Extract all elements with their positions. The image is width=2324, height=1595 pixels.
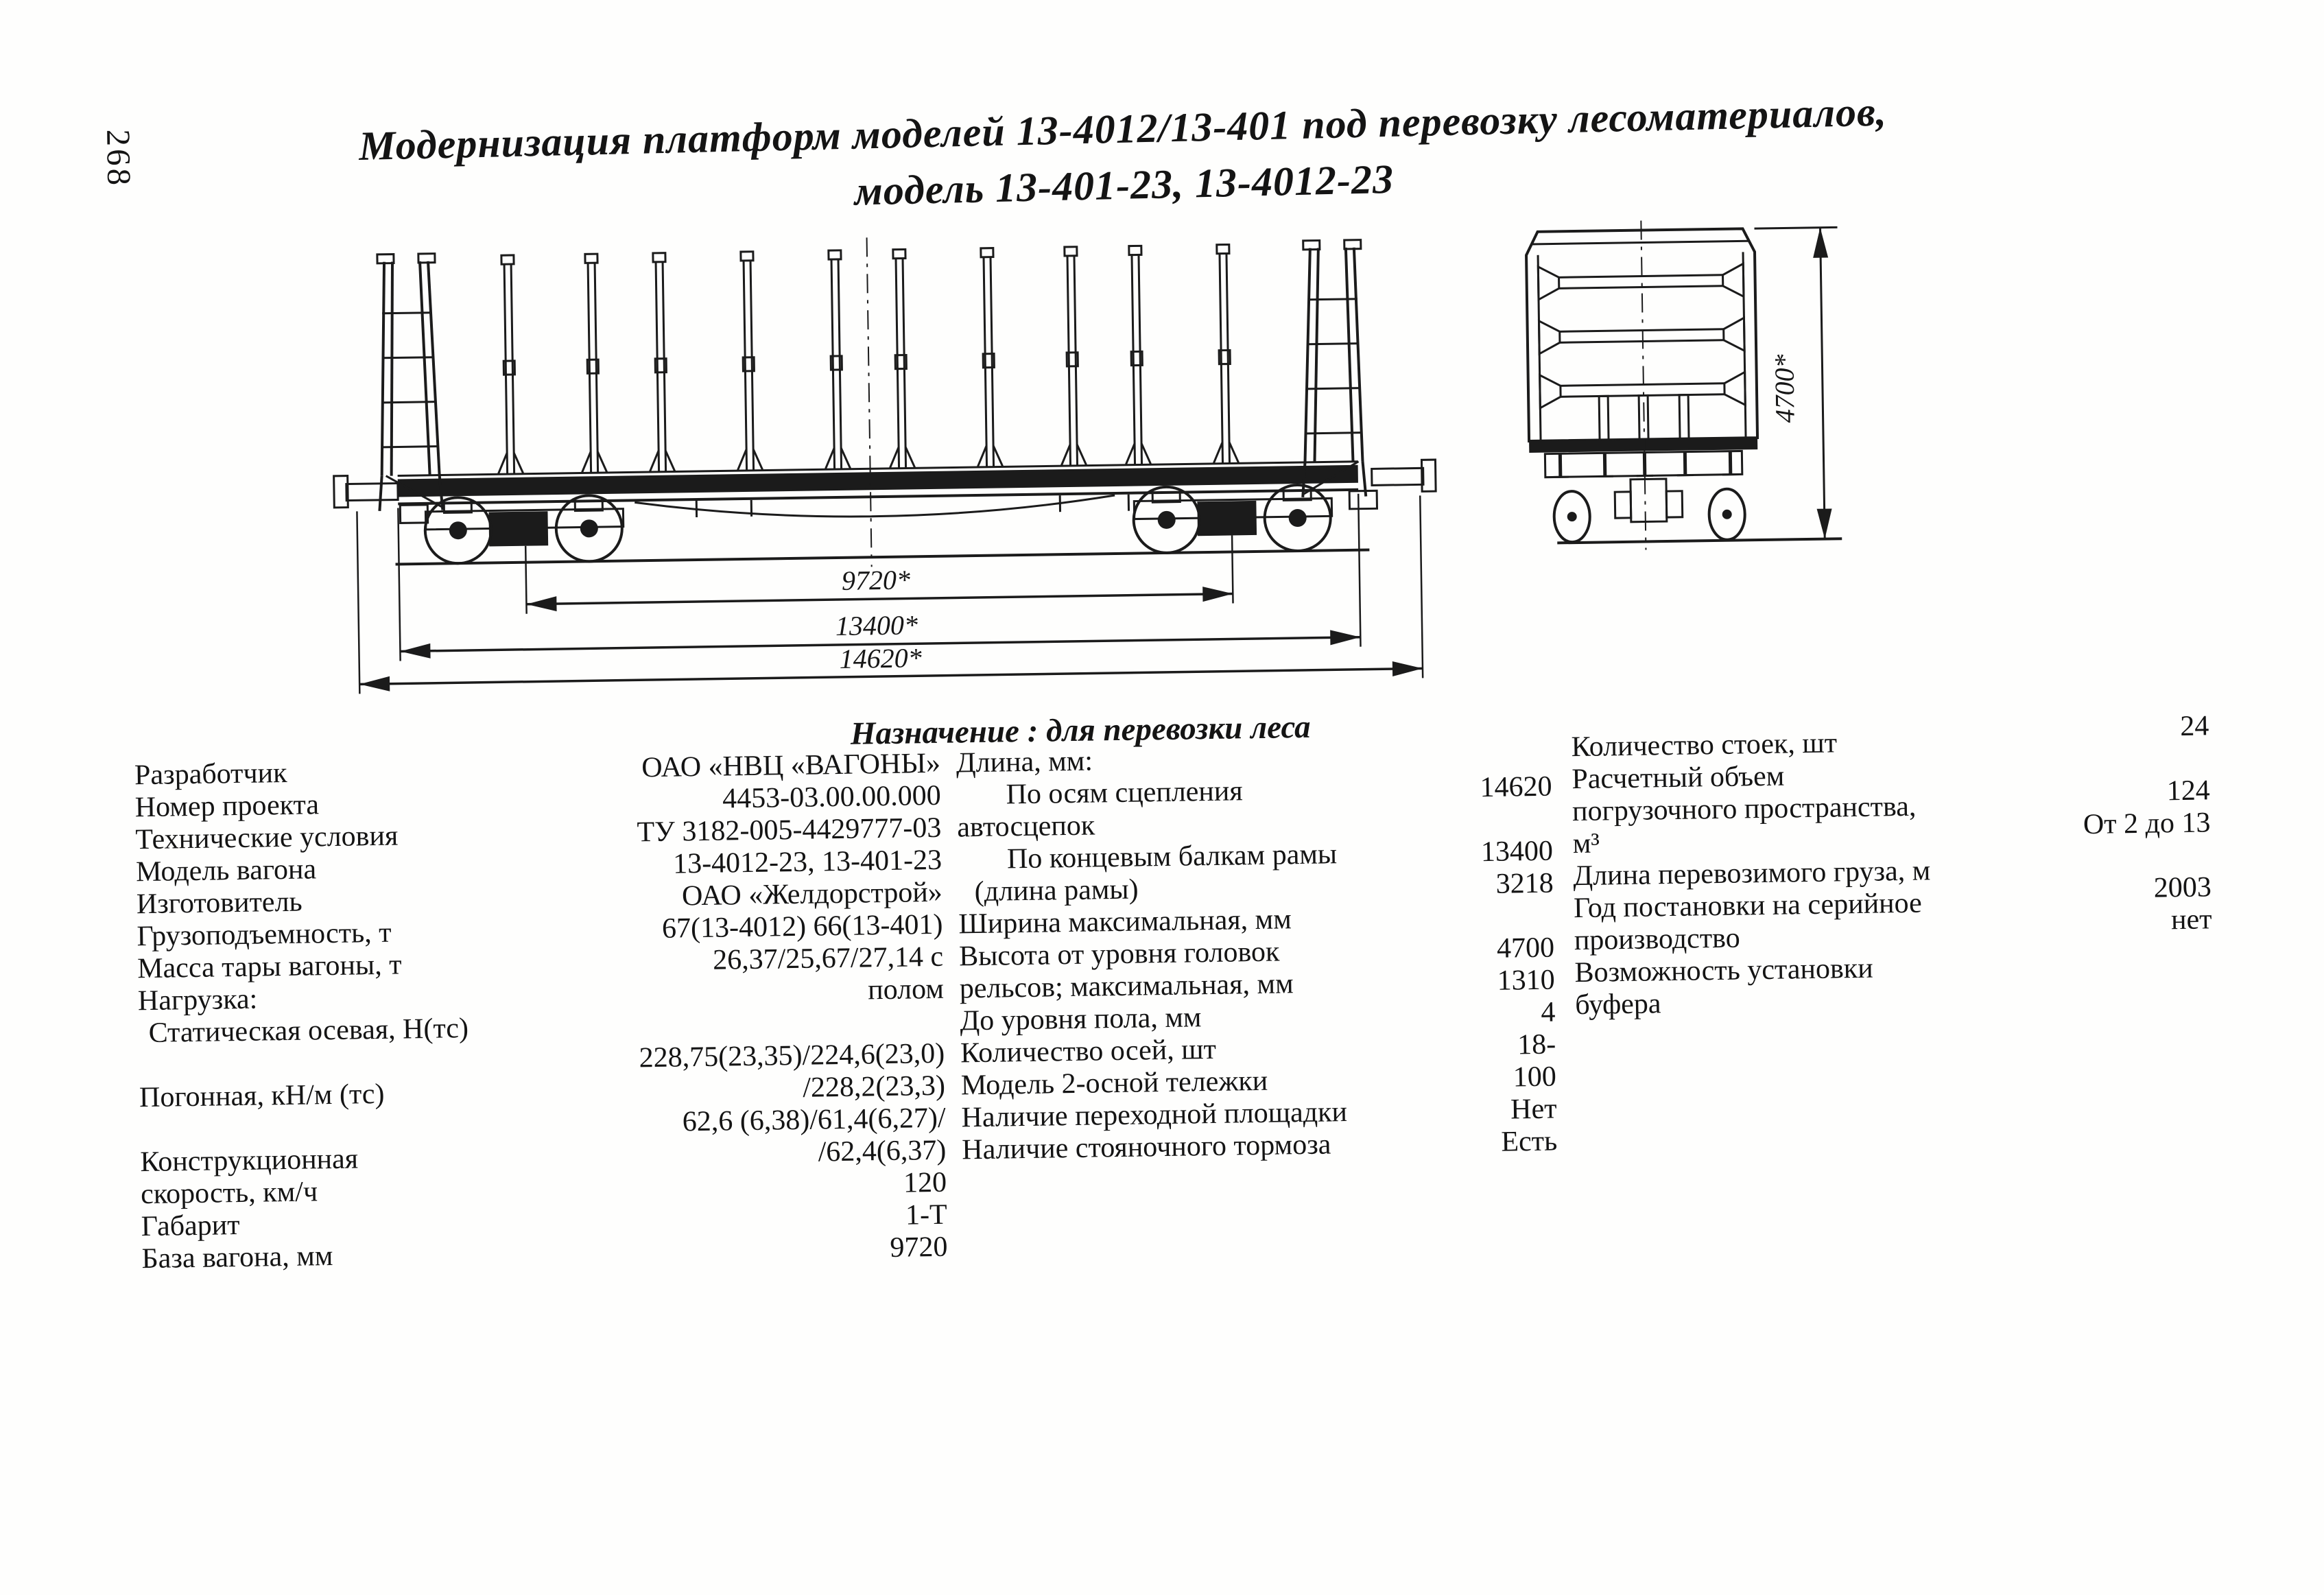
bogie-left <box>423 494 625 565</box>
stake <box>1060 246 1087 466</box>
end-ladder-left <box>376 252 444 512</box>
dim-label-coupler-length: 14620* <box>839 642 922 674</box>
spec-value: Есть <box>1501 1125 1558 1158</box>
end-bogie <box>1552 477 1746 544</box>
spec-label: Расчетный объем <box>1572 760 1785 796</box>
spec-value: 4700 <box>1496 932 1555 965</box>
centerline <box>866 237 873 567</box>
spec-label: Наличие переходной площадки <box>961 1096 1348 1134</box>
rail-line <box>395 548 1370 566</box>
spec-label: Номер проекта <box>134 789 320 824</box>
spec-label: скорость, км/ч <box>140 1176 318 1211</box>
spec-value: 13400 <box>1480 835 1554 869</box>
spec-label: Длина перевозимого груза, м <box>1573 855 1931 893</box>
spec-row: буфера <box>1575 980 2214 1021</box>
spec-value: Нет <box>1510 1093 1557 1126</box>
dim-label-height: 4700* <box>1768 354 1800 423</box>
stake <box>737 250 763 471</box>
spec-label: Конструкционная <box>140 1143 359 1179</box>
spec-label: База вагона, мм <box>141 1240 333 1275</box>
spec-label: Масса тары вагоны, т <box>137 949 402 985</box>
spec-label: производство <box>1574 922 1740 957</box>
spec-value: 2003 <box>2153 871 2212 904</box>
height-dimension: 4700* <box>1754 226 1838 539</box>
spec-label: Количество осей, шт <box>960 1033 1217 1070</box>
spec-value: 4 <box>1541 996 1556 1028</box>
end-ladder-right <box>1301 239 1368 498</box>
side-view-drawing: 9720* 13400* 14620* <box>333 237 1437 694</box>
stake <box>1213 243 1240 464</box>
spec-label: Модель 2-осной тележки <box>960 1065 1268 1102</box>
bogie-right <box>1132 484 1333 554</box>
spec-label: По осям сцепления <box>1006 775 1243 811</box>
end-underframe <box>1529 438 1758 479</box>
dim-label-frame-length: 13400* <box>835 609 918 641</box>
end-crossbars <box>1537 261 1746 442</box>
stake <box>889 248 916 469</box>
spec-value: 124 <box>2166 775 2211 807</box>
stake <box>581 252 608 473</box>
platform-frame <box>397 460 1379 524</box>
spec-label: Погонная, кН/м (тс) <box>139 1078 385 1114</box>
spec-value: 18- <box>1517 1028 1556 1061</box>
page-number: 268 <box>99 129 139 189</box>
spec-column-2: Длина, мм: По осям сцепления 14620 автосц… <box>956 739 1558 1167</box>
spec-label: По концевым балкам рамы <box>1006 838 1338 875</box>
spec-value <box>1873 936 2213 973</box>
spec-label: Технические условия <box>135 820 399 856</box>
spec-label: рельсов; максимальная, мм <box>959 968 1294 1005</box>
spec-label: (длина рамы) <box>974 873 1139 908</box>
centerline <box>1640 220 1647 550</box>
stake <box>977 247 1004 467</box>
spec-label: Высота от уровня головок <box>958 936 1280 973</box>
spec-value: 1310 <box>1497 964 1556 997</box>
spec-label: Статическая осевая, Н(тс) <box>148 1013 469 1049</box>
rail-line <box>1557 537 1842 545</box>
stake <box>649 252 676 472</box>
stake <box>1125 244 1152 465</box>
stakes <box>497 243 1240 474</box>
spec-label: Длина, мм: <box>956 745 1093 779</box>
spec-label: буфера <box>1574 988 1661 1021</box>
spec-label: Ширина максимальная, мм <box>958 903 1292 941</box>
stake <box>497 254 524 474</box>
spec-label: автосцепок <box>957 810 1095 844</box>
spec-value: 100 <box>1513 1061 1557 1094</box>
spec-label: Разработчик <box>134 757 287 792</box>
coupler-right <box>1371 458 1437 493</box>
spec-label: Грузоподъемность, т <box>137 917 392 953</box>
coupler-left <box>333 475 399 509</box>
dimension-lines: 9720* 13400* 14620* <box>356 493 1424 694</box>
spec-value: 14620 <box>1480 770 1552 804</box>
dim-label-bogie-base: 9720* <box>842 564 911 595</box>
spec-label: До уровня пола, мм <box>960 1002 1202 1037</box>
spec-value: 24 <box>2180 710 2209 742</box>
spec-value <box>1291 900 1554 936</box>
spec-label: Изготовитель <box>136 886 303 921</box>
spec-label: Наличие стояночного тормоза <box>961 1129 1331 1166</box>
spec-label: Нагрузка: <box>137 983 258 1017</box>
spec-label: Габарит <box>141 1209 240 1243</box>
spec-label: Модель вагона <box>135 853 317 888</box>
end-view-drawing: 4700* <box>1525 220 1842 550</box>
stake <box>825 249 851 469</box>
spec-label: м³ <box>1572 827 1600 860</box>
spec-value <box>1930 839 2212 875</box>
